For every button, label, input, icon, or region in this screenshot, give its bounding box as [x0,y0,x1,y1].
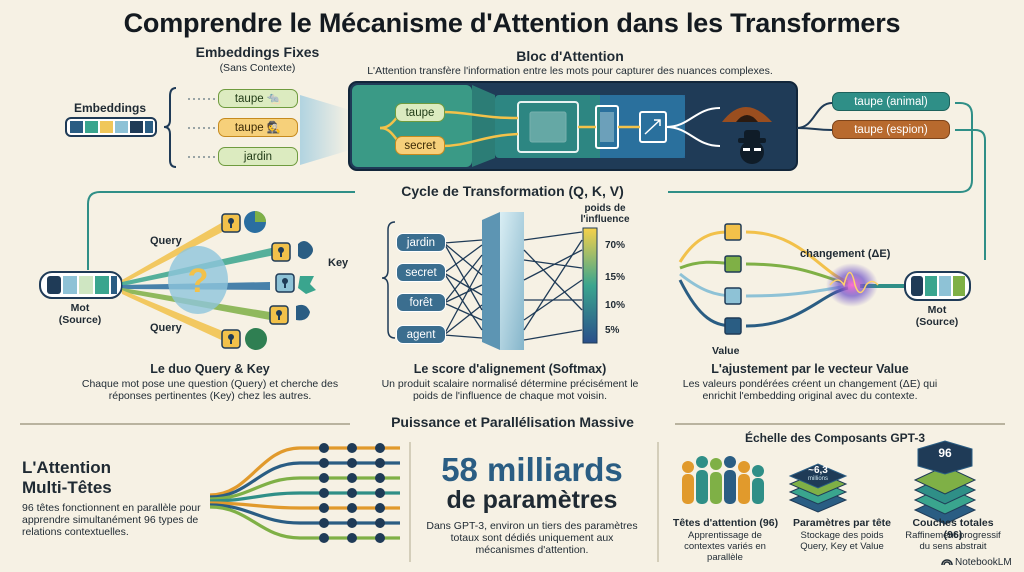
query-label-top: Query [150,235,182,247]
gpt3-item-heads-label: Têtes d'attention (96) [672,517,779,529]
out-arrow-1 [796,102,833,129]
embeddings-left-label: Embeddings [74,101,147,115]
delta-e-glow [826,263,878,307]
light-fan [300,95,350,165]
mole-icon: 🐀 [266,93,282,105]
brand-label: NotebookLM [955,557,1012,568]
params-desc: Dans GPT-3, environ un tiers des paramèt… [426,520,638,556]
puissance-title: Puissance et Parallélisation Massive [391,414,634,430]
source-label-right: (Source) [915,316,959,328]
gpt3-item-layers-label: Couches totales (96) [912,517,994,541]
gpt3-layers-badge: 96 [938,446,952,460]
attention-heads-people-icon [682,456,764,504]
multi-tetes-heading-2: Multi-Têtes [22,478,112,497]
softmax-word-foret: forêt [396,293,446,312]
gpt3-params-badge-sub: millions [807,476,828,482]
cycle-title: Cycle de Transformation (Q, K, V) [360,183,665,199]
key-icons [221,211,316,350]
key-label: Key [328,257,349,269]
scale-title-2: l'influence [580,214,630,225]
loop-line-right-up [955,129,986,141]
page-title: Comprendre le Mécanisme d'Attention dans… [123,8,901,38]
out-arrow-2 [796,127,833,131]
loop-line-right [668,102,973,193]
scale-value-10: 10% [605,300,626,311]
softmax-word-agent: agent [396,325,446,344]
query-key-desc: Chaque mot pose une question (Query) et … [81,378,339,402]
mot-source-left-vector [39,271,123,299]
softmax-desc: Un produit scalaire normalisé détermine … [381,378,639,402]
gpt3-item-heads-desc: Apprentissage de contextes variés en par… [684,530,766,563]
brace [163,87,177,168]
multi-head-streams [209,446,400,540]
gpt3-item-params-label: Paramètres par tête [792,517,892,529]
notebooklm-logo-icon [941,559,953,566]
softmax-glass [482,212,524,350]
question-cloud [168,246,228,314]
embedding-vector-left [65,117,157,137]
attention-block [348,81,798,171]
output-taupe-animal: taupe (animal) [832,92,950,111]
value-label: Value [712,345,740,357]
separator-right [675,423,1005,425]
gpt3-params-badge: ~6,3 [808,465,828,476]
embeddings-fixes-subtitle: (Sans Contexte) [219,62,296,74]
params-stack-icon [788,463,848,513]
params-number: 58 milliards [441,451,623,488]
embed-word-taupe-1: taupe 🐀 [218,89,298,108]
embed-word-jardin: jardin [218,147,298,166]
value-desc: Les valeurs pondérées créent un changeme… [682,378,938,402]
mot-label-left: Mot [70,302,90,314]
bloc-attention-title: Bloc d'Attention [516,48,624,64]
multi-head-nodes [319,443,385,543]
source-label-left: (Source) [58,314,102,326]
question-mark-icon: ? [188,262,209,300]
softmax-heading: Le score d'alignement (Softmax) [413,362,607,376]
leader-lines [188,98,215,158]
layers-stack-icon [913,440,977,525]
multi-tetes-desc: 96 têtes fonctionnent en parallèle pour … [22,502,201,538]
params-unit: de paramètres [446,486,618,514]
gpt3-item-params-desc: Stockage des poids Query, Key et Value [800,530,884,552]
scale-title-1: poids de [584,203,626,214]
scale-value-70: 70% [605,240,626,251]
value-cubes [724,223,742,335]
value-heading: L'ajustement par le vecteur Value [711,362,909,376]
query-label-bottom: Query [150,322,182,334]
spy-icon: 🕵 [266,122,282,134]
softmax-brace [381,221,396,339]
block-input-secret: secret [395,136,445,155]
embeddings-fixes-title: Embeddings Fixes [195,44,320,60]
multi-tetes-heading-1: L'Attention [22,458,112,477]
loop-line-left [87,191,355,270]
softmax-word-jardin: jardin [396,233,446,252]
gpt3-item-layers-desc: Raffinement progressif du sens abstrait [905,530,1001,552]
delta-e-wave [829,271,879,294]
bloc-attention-subtitle: L'Attention transfère l'information entr… [367,65,773,77]
change-label: changement (ΔE) [800,248,891,260]
softmax-word-secret: secret [396,263,446,282]
influence-scale [582,227,598,344]
mot-source-right-vector [904,271,971,301]
output-taupe-espion: taupe (espion) [832,120,950,139]
query-key-heading: Le duo Query & Key [150,362,270,376]
gpt3-title: Échelle des Composants GPT-3 [744,431,926,445]
scale-value-15: 15% [605,272,626,283]
scale-value-5: 5% [605,325,620,336]
embed-word-taupe-2: taupe 🕵 [218,118,298,137]
softmax-lines [443,231,583,341]
separator-left [20,423,350,425]
block-input-taupe: taupe [395,103,445,122]
mot-label-right: Mot [927,304,947,316]
